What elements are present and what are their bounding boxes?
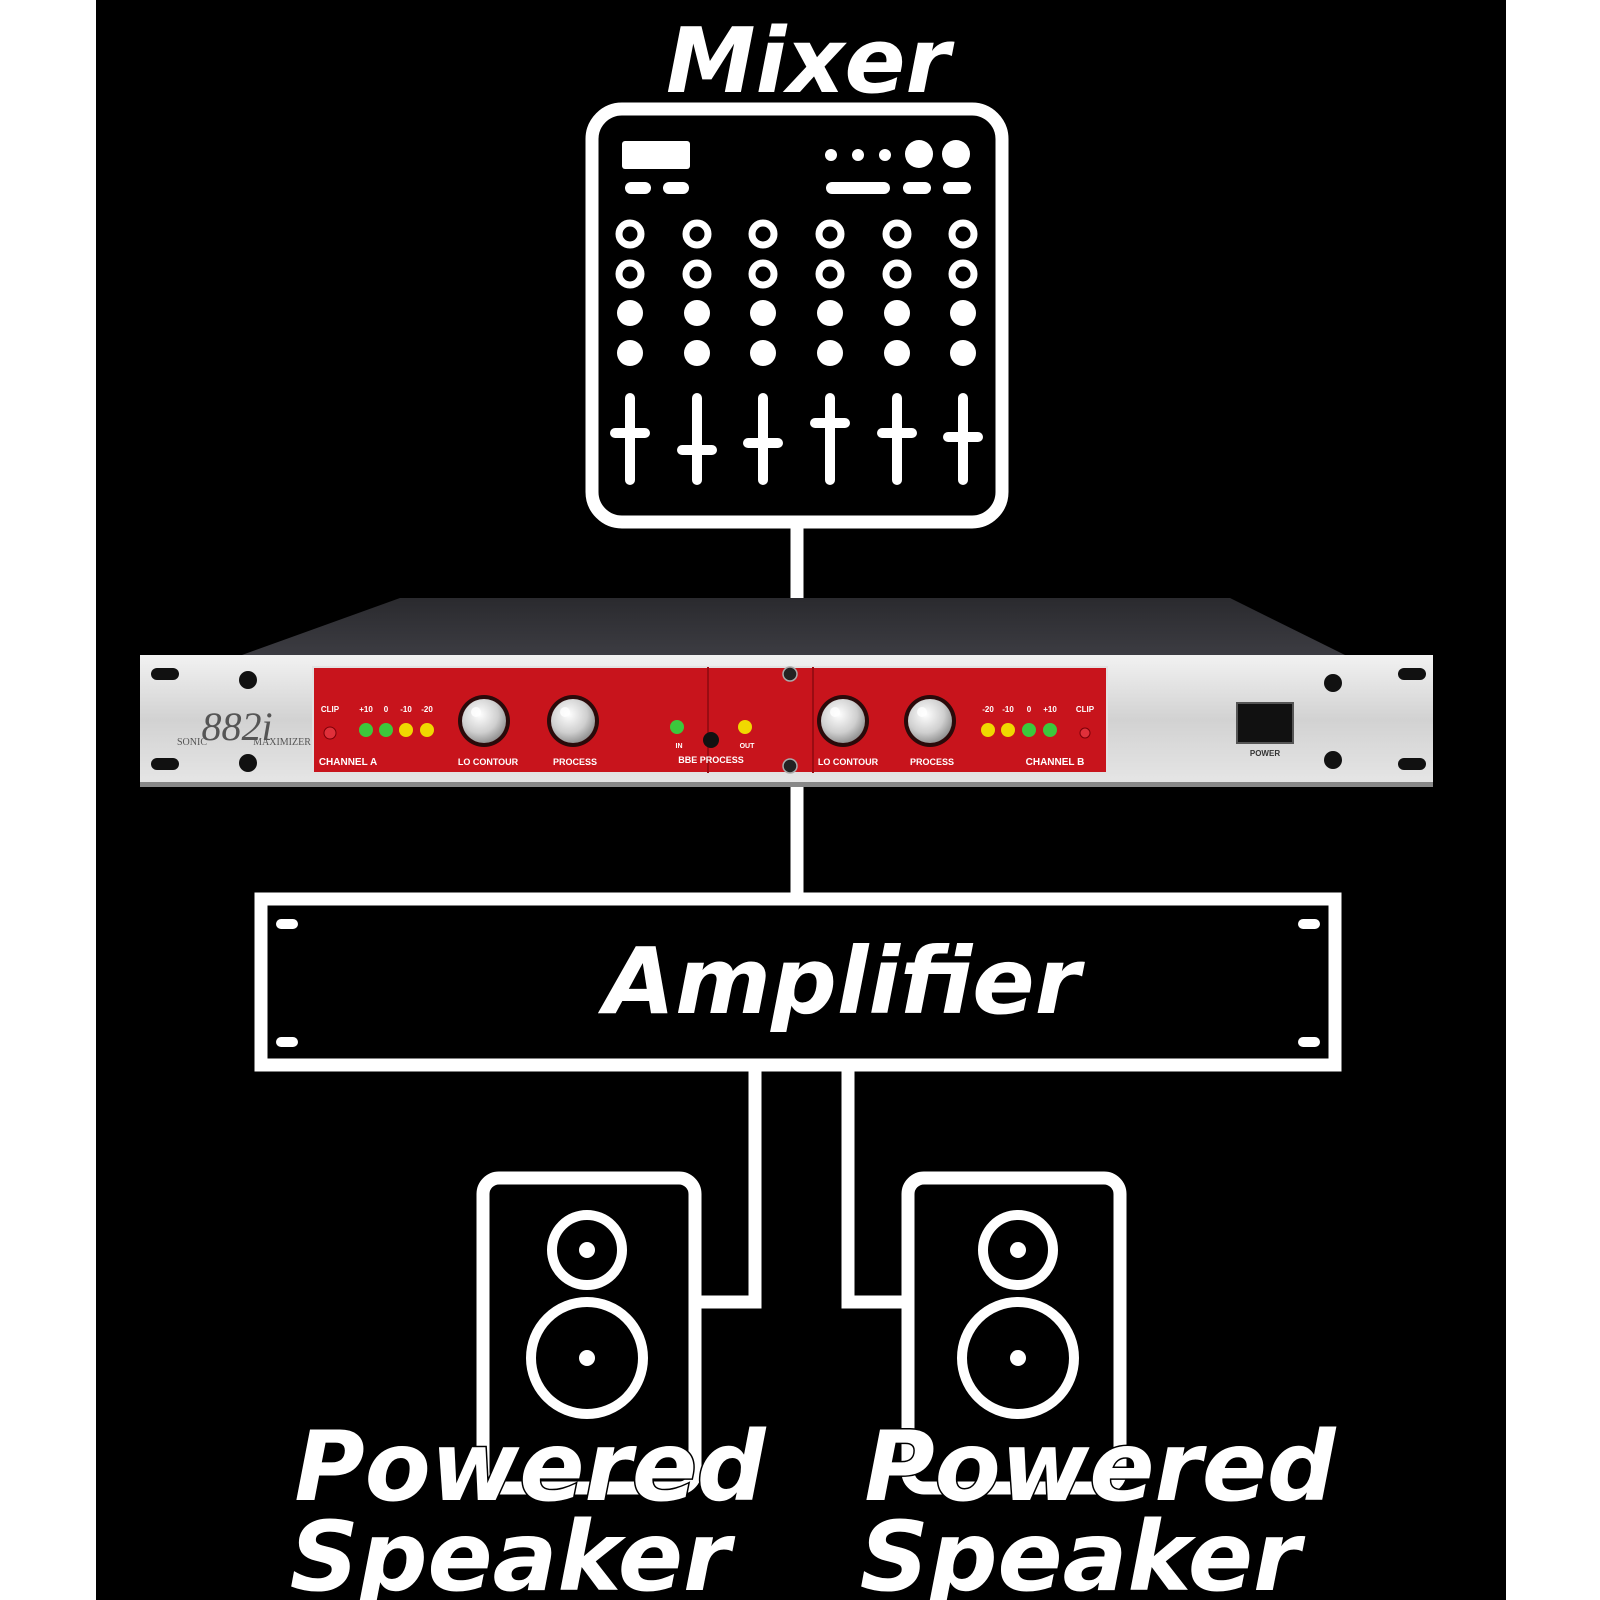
lo-contour-knob-a[interactable] bbox=[458, 695, 510, 747]
mixer-pan-knob bbox=[684, 340, 710, 366]
in-label: IN bbox=[676, 743, 683, 750]
speaker-icon bbox=[901, 1171, 1127, 1495]
mixer-fader-cap bbox=[610, 428, 650, 438]
clip-led-b bbox=[1079, 727, 1091, 739]
mixer-eq-knob bbox=[748, 259, 778, 289]
channel-b-label: CHANNEL B bbox=[1026, 757, 1085, 768]
svg-text:+10: +10 bbox=[359, 705, 373, 714]
in-led bbox=[670, 720, 684, 734]
model-number: 882i bbox=[201, 704, 272, 749]
mixer-send-knob bbox=[884, 300, 910, 326]
mixer-eq-knob bbox=[615, 259, 645, 289]
power-label: POWER bbox=[1250, 749, 1280, 758]
mixer-pan-knob bbox=[617, 340, 643, 366]
mixer-pan-knob bbox=[950, 340, 976, 366]
mixer-fader-cap bbox=[943, 432, 983, 442]
clip-label-a: CLIP bbox=[321, 705, 340, 714]
svg-text:-10: -10 bbox=[400, 705, 412, 714]
mixer-pan-knob bbox=[884, 340, 910, 366]
mixer-label: Mixer bbox=[666, 9, 956, 114]
panel-screw-top bbox=[782, 666, 798, 682]
process-label-a: PROCESS bbox=[553, 757, 597, 767]
mixer-fader-cap bbox=[877, 428, 917, 438]
level-meter-b: -20 -10 0 +10 bbox=[981, 705, 1057, 737]
mixer-send-knob bbox=[750, 300, 776, 326]
amplifier-to-right-speaker-cable bbox=[841, 1066, 908, 1309]
level-meter-a: +10 0 -10 -20 bbox=[359, 705, 434, 737]
speaker-left-label-line2: Speaker bbox=[290, 1501, 736, 1600]
speaker-left-label-line1: Powered bbox=[294, 1411, 767, 1523]
mixer-gain-knob bbox=[882, 219, 912, 249]
mixer-eq-knob bbox=[815, 259, 845, 289]
out-label: OUT bbox=[740, 743, 756, 750]
mixer-icon bbox=[585, 102, 1009, 529]
amplifier-to-left-speaker-cable bbox=[695, 1066, 762, 1309]
svg-text:-20: -20 bbox=[982, 705, 994, 714]
clip-led-a bbox=[323, 726, 337, 740]
speaker-icon bbox=[476, 1171, 702, 1495]
mixer-fader-track bbox=[892, 393, 902, 485]
svg-text:-20: -20 bbox=[421, 705, 433, 714]
connection-lines bbox=[695, 522, 908, 1309]
mixer-send-knob bbox=[684, 300, 710, 326]
mixer-eq-knob bbox=[882, 259, 912, 289]
mixer-gain-knob bbox=[948, 219, 978, 249]
power-switch[interactable] bbox=[1236, 702, 1294, 744]
mixer-send-knob bbox=[950, 300, 976, 326]
speaker-right-label-line2: Speaker bbox=[860, 1501, 1306, 1600]
process-label-b: PROCESS bbox=[910, 757, 954, 767]
svg-text:0: 0 bbox=[1027, 705, 1032, 714]
mixer-send-knob bbox=[817, 300, 843, 326]
process-knob-b[interactable] bbox=[904, 695, 956, 747]
brand-right: MAXIMIZER bbox=[253, 737, 311, 748]
clip-label-b: CLIP bbox=[1076, 705, 1095, 714]
mixer-gain-knob bbox=[815, 219, 845, 249]
process-knob-a[interactable] bbox=[547, 695, 599, 747]
lo-contour-knob-b[interactable] bbox=[817, 695, 869, 747]
mixer-pan-knob bbox=[750, 340, 776, 366]
mixer-gain-knob bbox=[615, 219, 645, 249]
mixer-eq-knob bbox=[948, 259, 978, 289]
mixer-gain-knob bbox=[748, 219, 778, 249]
bbe-process-button[interactable] bbox=[703, 732, 719, 748]
mixer-fader-track bbox=[692, 393, 702, 485]
svg-text:+10: +10 bbox=[1043, 705, 1057, 714]
mixer-gain-knob bbox=[682, 219, 712, 249]
lo-contour-label-a: LO CONTOUR bbox=[458, 757, 519, 767]
mixer-fader-track bbox=[825, 393, 835, 485]
mixer-fader-track bbox=[625, 393, 635, 485]
svg-text:-10: -10 bbox=[1002, 705, 1014, 714]
svg-text:0: 0 bbox=[384, 705, 389, 714]
panel-screw-bottom bbox=[782, 758, 798, 774]
amplifier-label: Amplifier bbox=[598, 928, 1086, 1035]
brand-left: SONIC bbox=[177, 737, 207, 748]
amplifier-icon bbox=[254, 892, 1342, 1072]
mixer-send-knob bbox=[617, 300, 643, 326]
sonic-maximizer-unit: 882i SONIC MAXIMIZER CLIP +10 0 -10 -20 bbox=[140, 598, 1433, 787]
bbe-process-label: BBE PROCESS bbox=[678, 755, 744, 765]
mixer-fader-cap bbox=[677, 445, 717, 455]
speaker-right-label-line1: Powered bbox=[864, 1411, 1337, 1523]
mixer-fader-cap bbox=[743, 438, 783, 448]
mixer-fader-cap bbox=[810, 418, 850, 428]
mixer-eq-knob bbox=[682, 259, 712, 289]
red-control-panel bbox=[312, 666, 1108, 774]
channel-a-label: CHANNEL A bbox=[319, 757, 377, 768]
mixer-pan-knob bbox=[817, 340, 843, 366]
lo-contour-label-b: LO CONTOUR bbox=[818, 757, 879, 767]
out-led bbox=[738, 720, 752, 734]
